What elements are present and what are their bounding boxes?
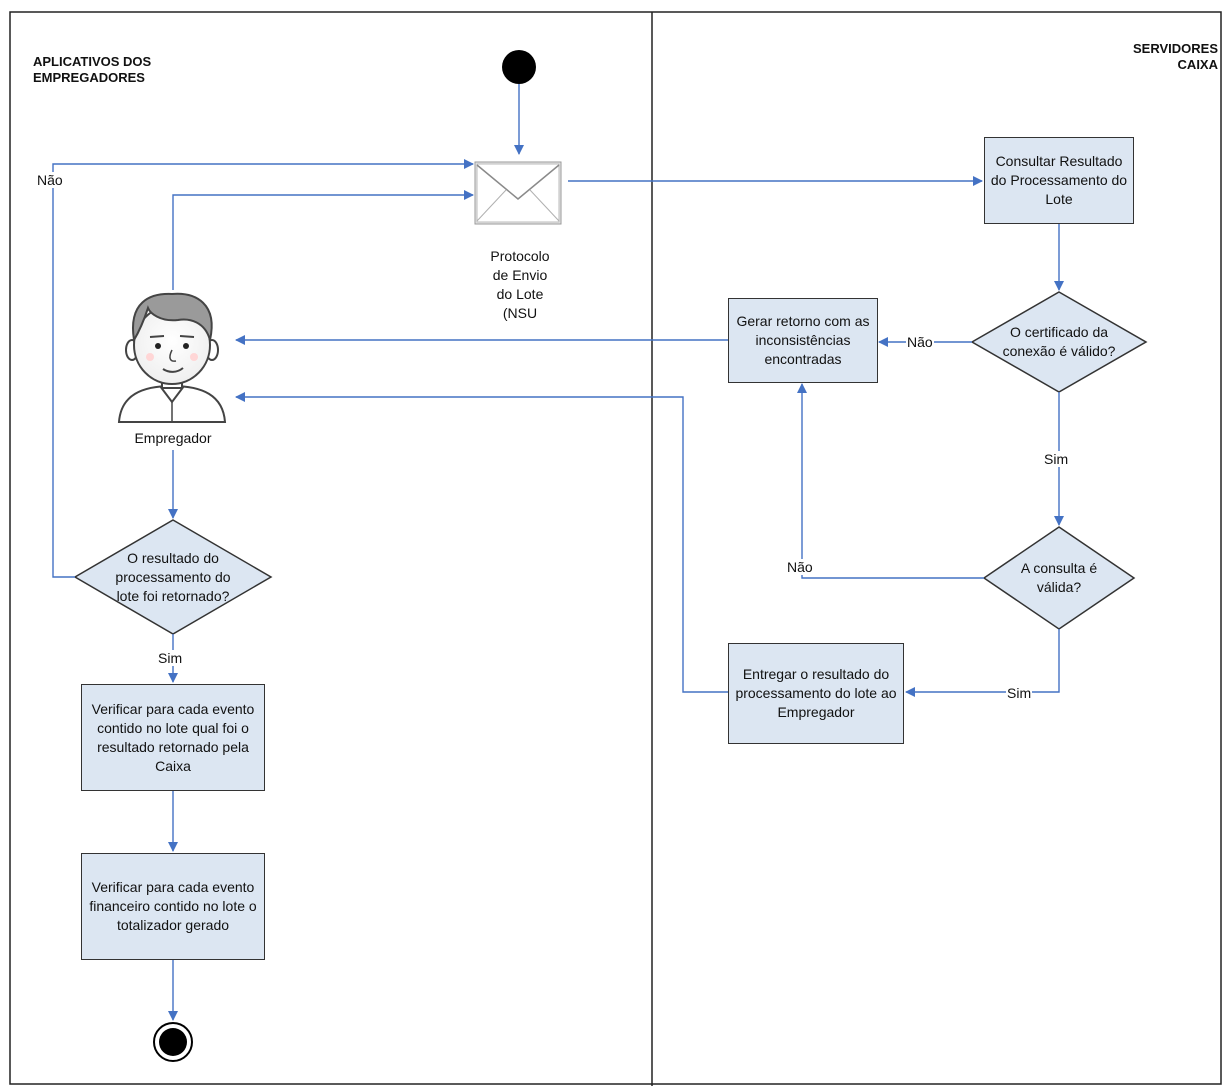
- decision-consulta-text: A consulta é válida?: [1020, 560, 1098, 595]
- envelope-icon: [474, 161, 562, 225]
- label-sim-resultado: Sim: [157, 650, 184, 666]
- edge-resultado-nao-envelope: [52, 159, 474, 578]
- edge-entregar-empregador: [235, 392, 728, 693]
- label-sim-certificado: Sim: [1043, 451, 1070, 467]
- edge-empregador-envelope: [172, 190, 474, 290]
- decision-certificado-text: O certificado da conexão é válido?: [1002, 324, 1116, 359]
- box-verificar-financeiro: Verificar para cada evento financeiro co…: [81, 853, 265, 960]
- lane-title-servidores: SERVIDORES CAIXA: [1132, 41, 1218, 72]
- employer-label: Empregador: [134, 430, 212, 446]
- edge-consulta-entregar: [905, 629, 1060, 697]
- box-verificar-eventos: Verificar para cada evento contido no lo…: [81, 684, 265, 791]
- label-sim-consulta: Sim: [1006, 685, 1033, 701]
- lane-title-empregadores: APLICATIVOS DOS EMPREGADORES: [33, 54, 152, 85]
- end-node-core: [159, 1028, 187, 1056]
- employer-avatar-icon: [117, 292, 227, 423]
- label-nao-loop: Não: [36, 172, 64, 188]
- box-gerar-retorno: Gerar retorno com as inconsistências enc…: [728, 298, 878, 383]
- label-nao-certificado: Não: [906, 334, 934, 350]
- decision-resultado-text: O resultado do processamento do lote foi…: [115, 550, 231, 604]
- label-nao-consulta: Não: [786, 559, 814, 575]
- box-entregar-resultado: Entregar o resultado do processamento do…: [728, 643, 904, 744]
- edge-consulta-gerar: [797, 383, 984, 579]
- envelope-caption: Protocolo de Envio do Lote (NSU: [490, 248, 550, 321]
- lane-frame: [9, 11, 1222, 1085]
- start-node: [502, 50, 536, 84]
- box-consultar-resultado: Consultar Resultado do Processamento do …: [984, 137, 1134, 224]
